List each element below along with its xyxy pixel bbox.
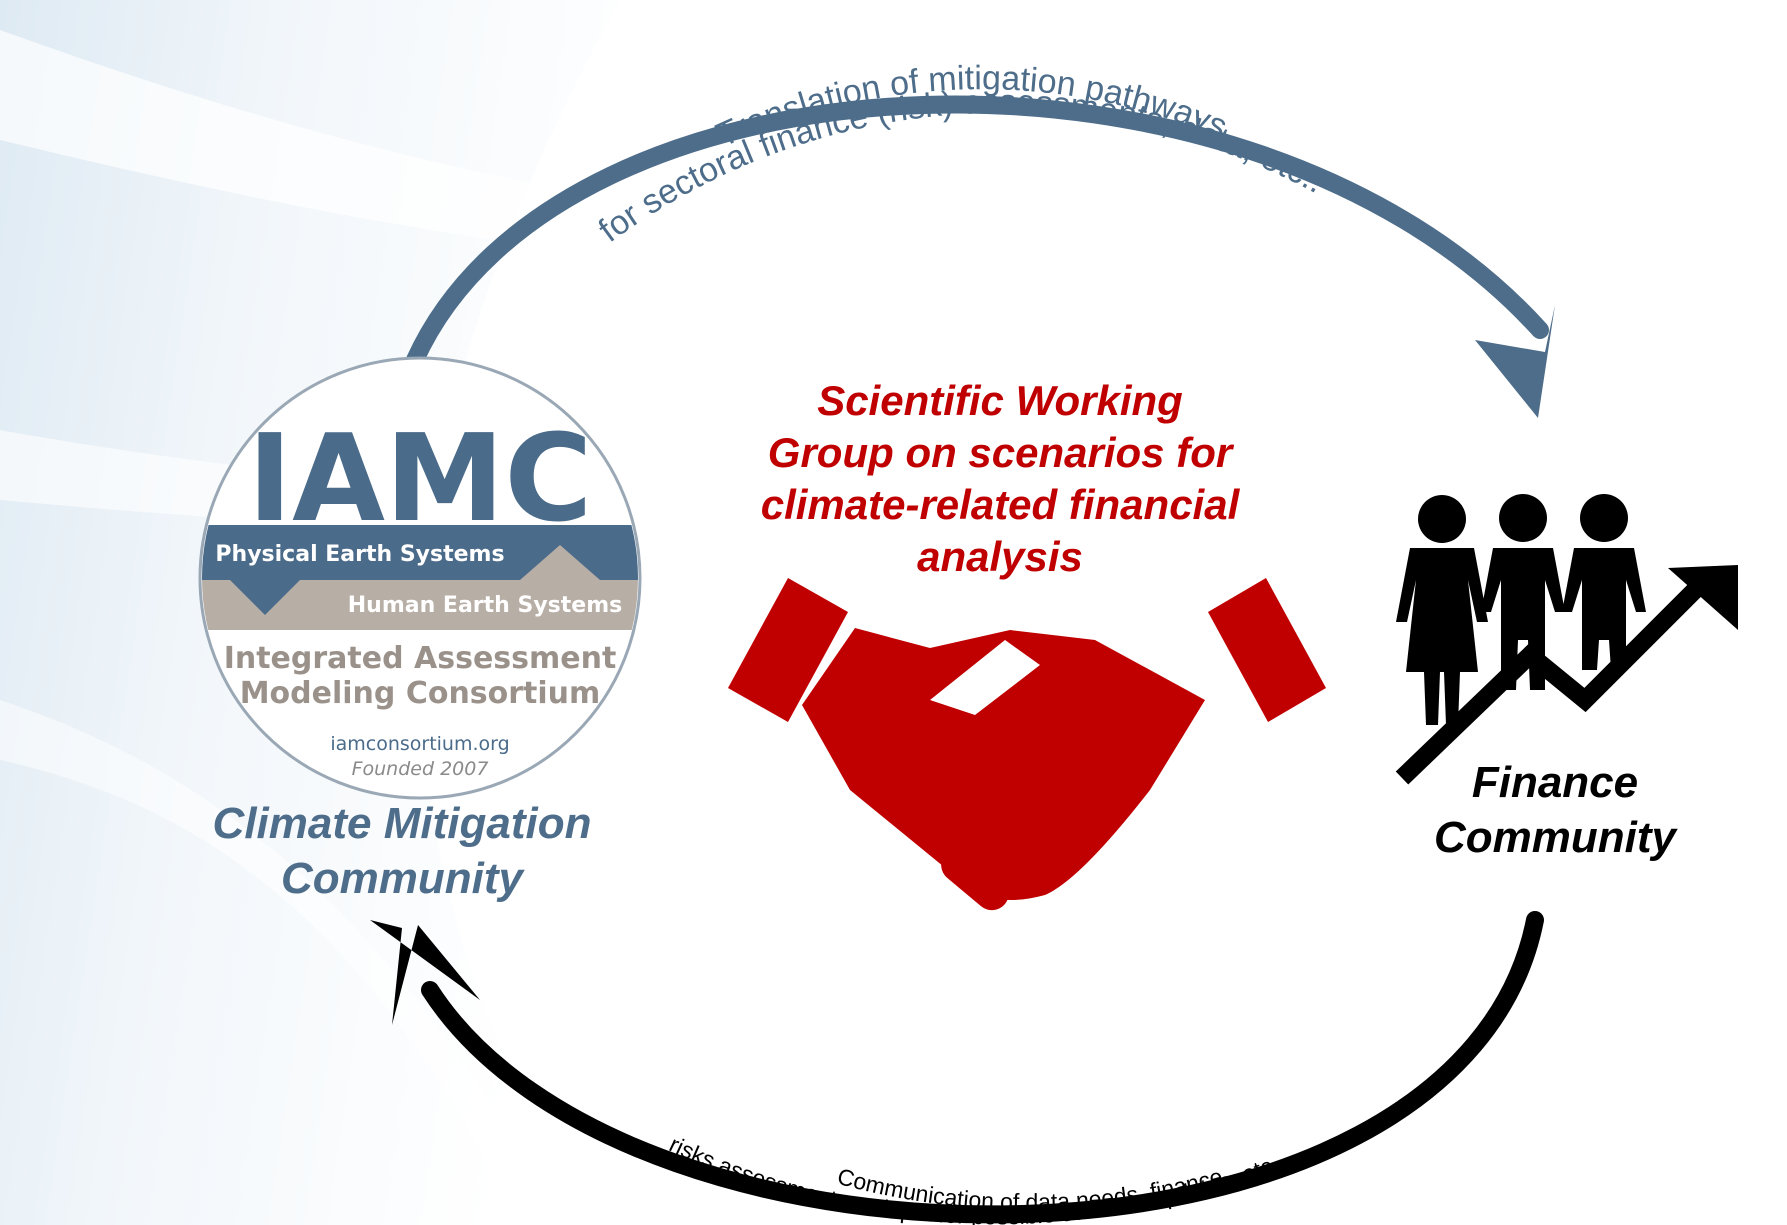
finance-community-line2: Community <box>1434 813 1679 862</box>
climate-community-line2: Community <box>281 854 526 903</box>
center-title-line2: Group on scenarios for <box>768 429 1235 476</box>
center-title-line4: analysis <box>917 533 1083 580</box>
finance-community-line1: Finance <box>1472 758 1638 807</box>
people-icon <box>1396 494 1646 725</box>
bottom-flow-label-line2: risks assessments as input for possible … <box>665 1131 1287 1225</box>
iamc-logo: IAMC Physical Earth Systems Human Earth … <box>198 356 642 800</box>
logo-acronym: IAMC <box>248 410 593 549</box>
logo-founded: Founded 2007 <box>352 758 489 780</box>
top-flow-arrow <box>406 95 1555 418</box>
logo-url: iamconsortium.org <box>330 733 509 755</box>
bottom-flow-arrow <box>370 911 1544 1224</box>
logo-name-line2: Modeling Consortium <box>240 676 601 711</box>
handshake-icon <box>728 578 1326 911</box>
logo-band-top: Physical Earth Systems <box>215 542 504 567</box>
logo-band-bottom: Human Earth Systems <box>348 593 622 618</box>
climate-community-line1: Climate Mitigation <box>213 799 592 848</box>
center-title-line1: Scientific Working <box>817 377 1183 424</box>
trend-arrow-icon <box>1395 565 1738 785</box>
logo-name-line1: Integrated Assessment <box>224 641 617 676</box>
center-title-line3: climate-related financial <box>761 481 1241 528</box>
